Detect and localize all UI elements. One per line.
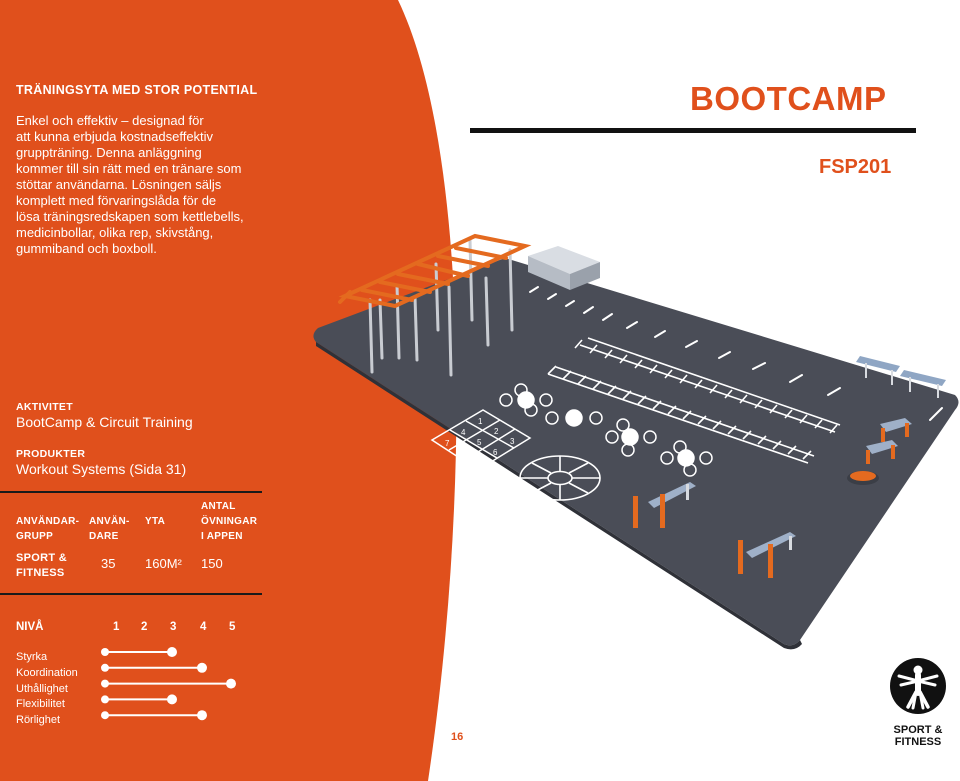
intro-line: att kunna erbjuda kostnadseffektiv (16, 129, 214, 144)
svg-text:3: 3 (510, 437, 515, 446)
level-bar-start (101, 663, 109, 672)
level-bar-start (101, 648, 109, 656)
logo-line: FITNESS (894, 736, 942, 748)
skill-name: Flexibilitet (16, 698, 65, 711)
stat-value-users: 35 (101, 556, 116, 571)
intro-line: Enkel och effektiv – designad för (16, 113, 204, 128)
level-label: NIVÅ (16, 621, 44, 633)
stat-header-line: DARE (89, 531, 119, 542)
logo (889, 657, 947, 715)
svg-text:9: 9 (478, 459, 483, 468)
page-number: 16 (451, 731, 464, 743)
title-underline (470, 128, 916, 133)
svg-text:5: 5 (477, 438, 482, 447)
stat-header-area: YTA (145, 516, 166, 527)
svg-text:4: 4 (461, 428, 466, 437)
products-value: Workout Systems (Sida 31) (16, 461, 187, 477)
level-number: 3 (170, 621, 177, 633)
logo-text: SPORT & FITNESS (884, 724, 952, 748)
divider (0, 593, 262, 595)
rubber-surface (313, 258, 959, 646)
storage-box (528, 246, 600, 274)
stat-header-user-group: ANVÄNDAR- GRUPP (16, 514, 79, 544)
level-bar-start (101, 679, 109, 688)
intro-line: gummiband och boxboll. (16, 241, 157, 256)
intro-line: medicinbollar, olika rep, skivstång, (16, 225, 214, 240)
stat-value-user-group: SPORT & FITNESS (16, 551, 67, 581)
bootcamp-illustration: 1 2 3 4 5 6 7 8 9 (313, 233, 959, 650)
product-code: FSP201 (819, 156, 892, 178)
level-bar-start (101, 711, 109, 720)
level-bar-marker (197, 662, 207, 673)
level-number: 4 (200, 621, 207, 633)
activity-label: AKTIVITET (16, 401, 73, 413)
stat-header-line: ANVÄN- (89, 516, 130, 527)
svg-text:7: 7 (445, 439, 450, 448)
stat-header-users: ANVÄN- DARE (89, 514, 130, 544)
level-bars (101, 647, 236, 721)
intro-paragraph: Enkel och effektiv – designad för att ku… (16, 113, 276, 257)
level-bar-start (101, 695, 109, 704)
svg-text:2: 2 (494, 427, 499, 436)
level-number: 1 (113, 621, 120, 633)
stat-header-line: I APPEN (201, 531, 243, 542)
stat-value-exercises: 150 (201, 556, 223, 571)
orange-panel (0, 0, 457, 781)
activity-value: BootCamp & Circuit Training (16, 414, 193, 430)
intro-line: gruppträning. Denna anläggning (16, 145, 202, 160)
level-number: 2 (141, 621, 148, 633)
stat-value-area: 160M² (145, 556, 182, 571)
intro-line: lösa träningsredskapen som kettlebells, (16, 209, 244, 224)
level-bar-marker (197, 710, 207, 721)
skill-name: Uthållighet (16, 682, 68, 695)
level-bar-marker (167, 647, 177, 657)
stat-header-line: ÖVNINGAR (201, 516, 258, 527)
svg-text:1: 1 (478, 417, 483, 426)
stat-header-exercises: ANTAL ÖVNINGAR I APPEN (201, 499, 257, 544)
logo-line: SPORT & (893, 724, 943, 736)
divider (0, 491, 262, 493)
skill-name: Koordination (16, 666, 78, 679)
product-title: BOOTCAMP (690, 80, 887, 117)
skill-name: Rörlighet (16, 714, 61, 727)
stat-header-line: GRUPP (16, 531, 54, 542)
svg-text:8: 8 (461, 449, 466, 458)
intro-line: komplett med förvaringslåda för de (16, 193, 217, 208)
intro-line: kommer till sin rätt med en tränare som (16, 161, 242, 176)
level-number: 5 (229, 621, 236, 633)
stat-header-line: ANTAL (201, 501, 236, 512)
svg-text:6: 6 (493, 448, 498, 457)
products-label: PRODUKTER (16, 448, 86, 460)
skill-name: Styrka (16, 651, 48, 663)
intro-line: stöttar användarna. Lösningen säljs (16, 177, 222, 192)
stat-value-line: FITNESS (16, 567, 65, 579)
stat-header-line: ANVÄNDAR- (16, 516, 80, 527)
intro-heading: TRÄNINGSYTA MED STOR POTENTIAL (16, 83, 258, 97)
vitruvian-man-icon (890, 658, 946, 714)
level-bar-marker (226, 678, 236, 689)
stat-value-line: SPORT & (16, 552, 67, 564)
level-bar-marker (167, 694, 177, 705)
skill-labels: Styrka Koordination Uthållighet Flexibil… (16, 650, 78, 729)
